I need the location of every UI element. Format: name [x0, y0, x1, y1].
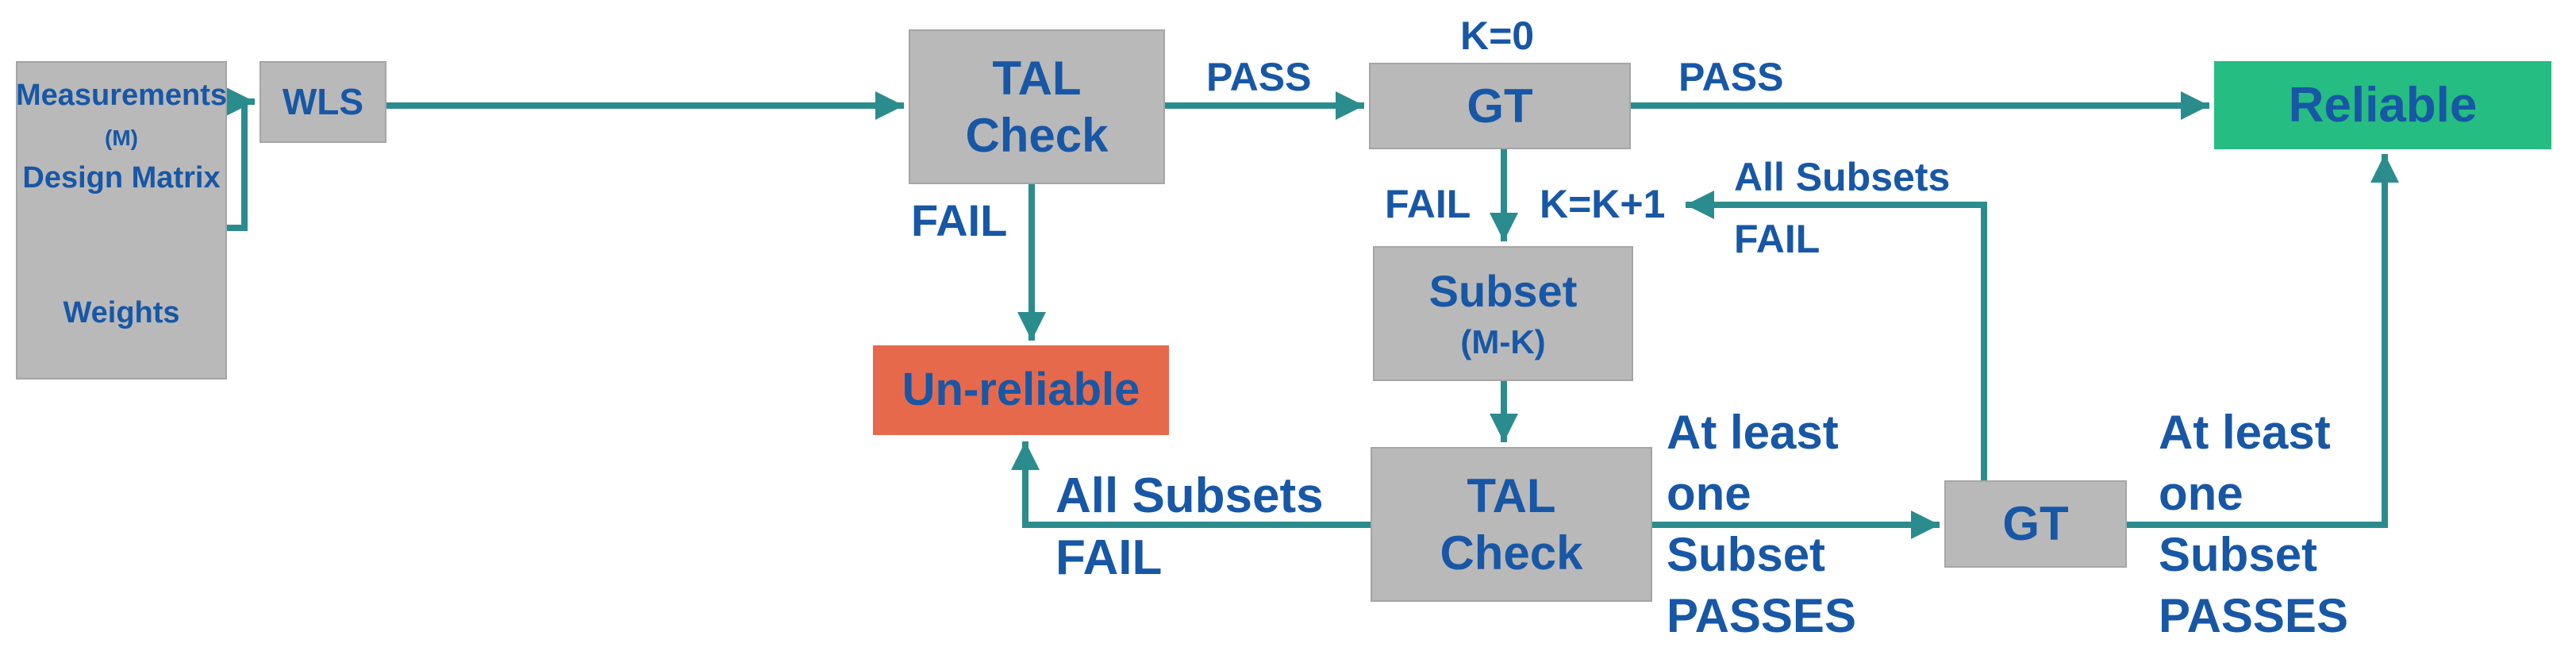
edge-label-fail-gt1: FAIL	[1385, 182, 1471, 226]
edge-label-at-least-2-line1: At least	[2159, 406, 2331, 459]
edge-label-at-least-2-line4: PASSES	[2159, 589, 2348, 642]
input-weights-label: Weights	[63, 296, 180, 330]
subset-line1: Subset	[1428, 266, 1578, 317]
tal-check-1-line1: TAL	[992, 51, 1082, 105]
node-wls: WLS	[260, 61, 386, 143]
gt-1-label: GT	[1467, 79, 1533, 133]
edge-label-fail-tal1: FAIL	[911, 195, 1008, 245]
subset-line2: (M-K)	[1460, 322, 1546, 360]
edge-input-to-wls	[226, 87, 255, 231]
node-tal-check-2: TAL Check	[1371, 447, 1652, 602]
edge-label-at-least-1-line2: one	[1667, 467, 1751, 520]
edge-label-pass-1: PASS	[1206, 55, 1312, 99]
node-reliable: Reliable	[2214, 61, 2551, 149]
edge-label-k0: K=0	[1460, 13, 1535, 58]
tal-check-2-line2: Check	[1440, 526, 1583, 580]
edge-label-at-least-2-line3: Subset	[2159, 528, 2318, 581]
unreliable-label: Un-reliable	[902, 364, 1140, 416]
node-gt-2: GT	[1944, 480, 2127, 568]
edge-label-pass-2: PASS	[1678, 55, 1784, 99]
edge-label-at-least-1-line1: At least	[1667, 406, 1839, 459]
input-design-matrix-label: Design Matrix	[22, 160, 221, 195]
edge-label-at-least-2-line2: one	[2159, 467, 2243, 520]
edge-label-all-subsets-left-line1: All Subsets	[1055, 468, 1324, 523]
tal-check-1-line2: Check	[965, 108, 1109, 162]
input-measurements-label: Measurements	[15, 79, 228, 112]
tal-check-2-line1: TAL	[1467, 468, 1556, 522]
edge-gt-2-to-increment-all-subsets-fail	[1686, 191, 1987, 480]
edge-tal-check-2-to-unreliable-all-subsets-fail	[1011, 441, 1371, 528]
edge-label-all-subsets-left-line2: FAIL	[1055, 530, 1163, 585]
edge-gt-2-to-reliable	[2127, 154, 2399, 528]
edge-label-all-subsets-right-line2: FAIL	[1734, 217, 1821, 261]
node-input-data: Measurements (M) Design Matrix Weights	[16, 61, 227, 380]
edge-label-at-least-1-line3: Subset	[1667, 528, 1826, 581]
reliable-label: Reliable	[2288, 77, 2478, 133]
edge-label-all-subsets-right-line1: All Subsets	[1734, 155, 1951, 199]
edge-label-at-least-1-line4: PASSES	[1667, 589, 1856, 642]
node-tal-check-1: TAL Check	[909, 29, 1165, 184]
node-subset: Subset (M-K)	[1373, 246, 1633, 381]
gt-2-label: GT	[2002, 497, 2069, 551]
node-gt-1: GT	[1369, 63, 1631, 149]
wls-label: WLS	[282, 80, 364, 122]
edge-label-k-increment: K=K+1	[1540, 182, 1666, 226]
input-m-label: (M)	[105, 125, 138, 150]
node-unreliable: Un-reliable	[873, 345, 1169, 435]
